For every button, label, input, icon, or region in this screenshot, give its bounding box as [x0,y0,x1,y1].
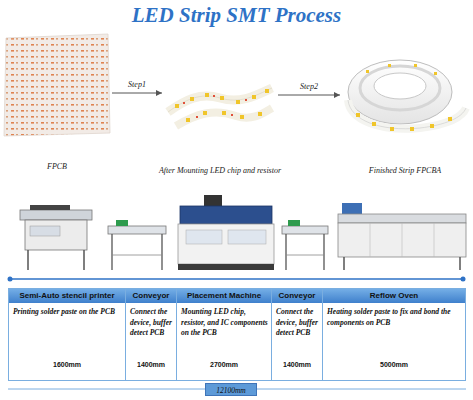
machine-column: ConveyorConnect the device, buffer detec… [271,288,323,381]
step-arrow [112,90,162,96]
arrow-head [334,92,340,98]
machine-length: 2700mm [177,361,271,368]
step-description: Connect the device, buffer detect PCB [272,307,322,339]
conveyor [282,220,328,270]
column-header: Placement Machine [177,289,271,303]
mounted-strip-photo [168,88,272,126]
finished-reel-photo [348,60,466,131]
machine-column: ConveyorConnect the device, buffer detec… [125,288,177,381]
stencil-printer [20,205,92,270]
machine-column: Semi-Auto stencil printerPrinting solder… [8,288,126,381]
step-label: Step2 [300,82,318,91]
machine-length: 1400mm [272,361,322,368]
column-header: Conveyor [126,289,176,303]
arrow-head [156,90,162,96]
reflow-oven [338,203,466,270]
step-label: Step1 [128,80,146,89]
fpcb-photo [4,34,110,136]
diagram-title: LED Strip SMT Process [0,3,473,28]
image-node: After Mounting LED chip and resistor [164,62,276,140]
column-header: Reflow Oven [323,289,465,303]
total-length: 12100mm [205,383,257,396]
placement-machine [178,195,274,270]
column-header: Conveyor [272,289,322,303]
image-caption: Finished Strip FPCBA [332,166,473,175]
machine-length: 1600mm [9,361,125,368]
step-description: Mounting LED chip, resistor, and IC comp… [177,307,271,339]
image-caption: FPCB [0,162,120,171]
step-description: Heating solder paste to fix and bond the… [323,307,465,328]
arrow-line [278,95,340,96]
image-node: FPCB [4,34,110,136]
machine-column: Reflow OvenHeating solder paste to fix a… [322,288,466,381]
step-description: Printing solder paste on the PCB [9,307,125,318]
machine-column: Placement MachineMounting LED chip, resi… [176,288,272,381]
image-node: Finished Strip FPCBA [342,40,468,138]
machine-length: 1400mm [126,361,176,368]
conveyor [108,220,166,270]
column-header: Semi-Auto stencil printer [9,289,125,303]
step-arrow [278,92,340,98]
image-caption: After Mounting LED chip and resistor [134,166,306,175]
arrow-line [112,93,162,94]
timeline-line [8,277,466,282]
step-description: Connect the device, buffer detect PCB [126,307,176,339]
machine-length: 5000mm [323,361,465,368]
